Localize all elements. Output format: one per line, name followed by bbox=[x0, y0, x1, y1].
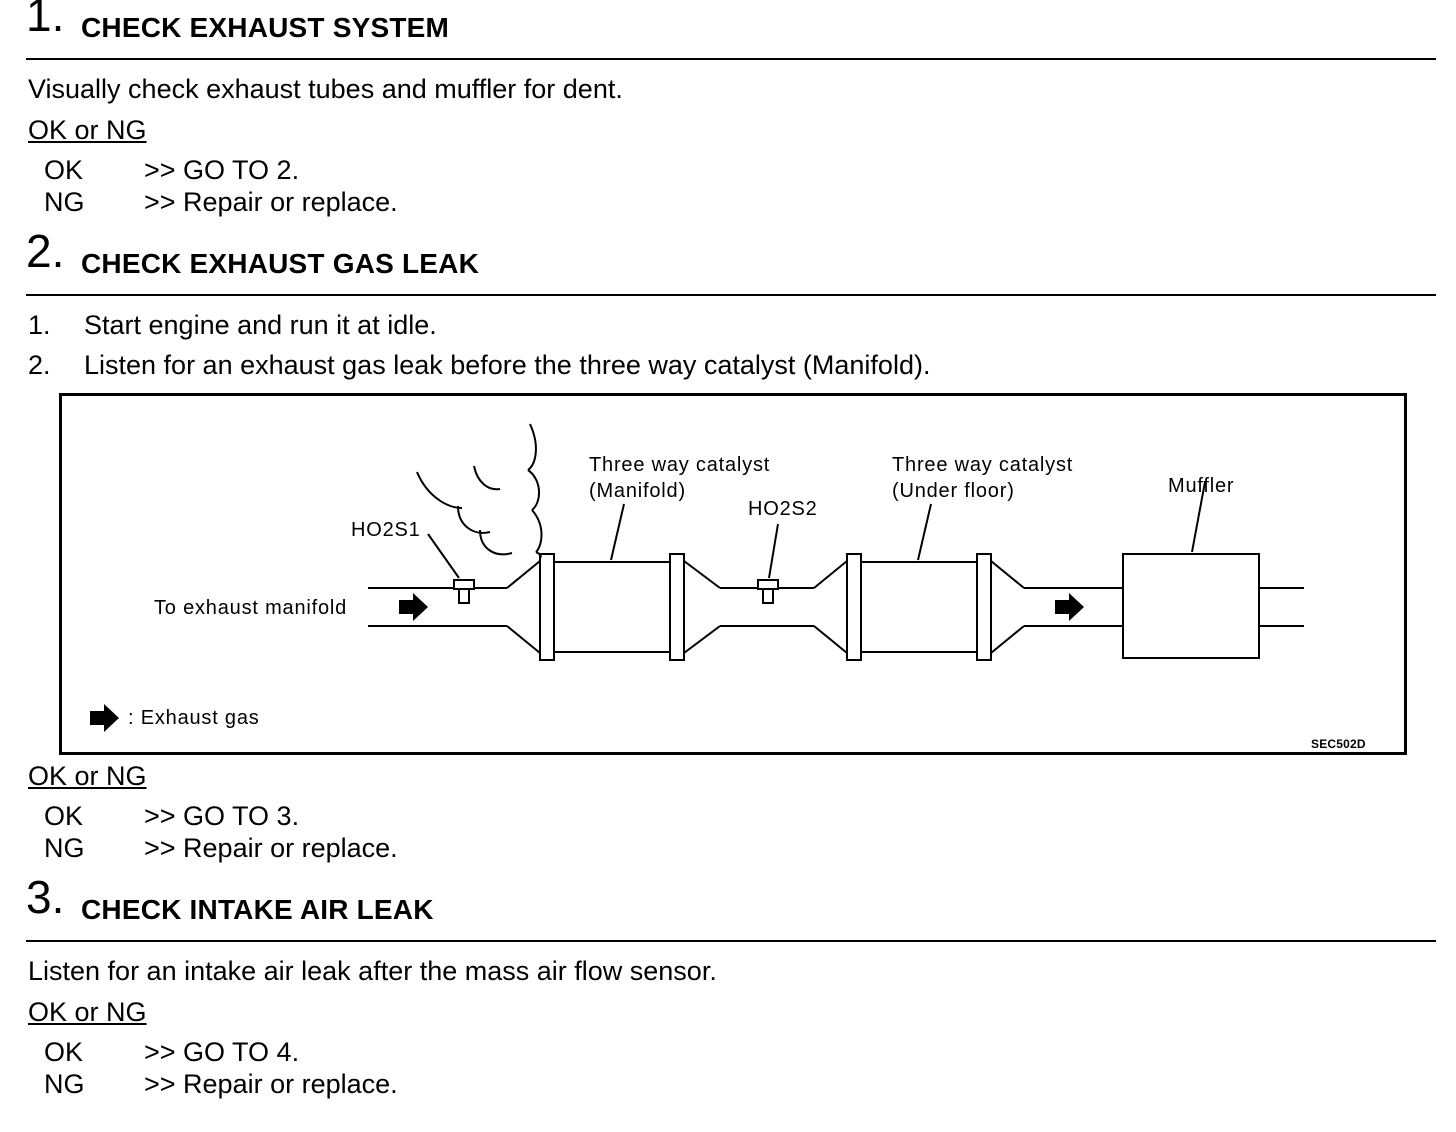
ho2s1-label: HO2S1 bbox=[351, 519, 421, 541]
result-key: OK bbox=[44, 801, 84, 831]
list-number: 1. bbox=[28, 310, 51, 340]
exhaust-system-figure: Three way catalyst (Manifold) Three way … bbox=[59, 393, 1407, 755]
ok-or-ng-label: OK or NG bbox=[28, 997, 147, 1027]
step-2-header: 2. CHECK EXHAUST GAS LEAK bbox=[26, 228, 1436, 296]
result-key: OK bbox=[44, 1037, 84, 1067]
list-text: Listen for an exhaust gas leak before th… bbox=[84, 350, 931, 380]
result-value: >> Repair or replace. bbox=[144, 187, 398, 217]
step-1: 1. CHECK EXHAUST SYSTEM Visually check e… bbox=[26, 0, 1436, 216]
ho2s2-label: HO2S2 bbox=[748, 498, 818, 520]
legend-label: : Exhaust gas bbox=[128, 707, 260, 729]
result-value: >> GO TO 4. bbox=[144, 1037, 300, 1067]
result-value: >> GO TO 3. bbox=[144, 801, 300, 831]
step-number: 1. bbox=[26, 0, 65, 41]
exhaust-diagram bbox=[90, 423, 1304, 732]
step-3: 3. CHECK INTAKE AIR LEAK Listen for an i… bbox=[26, 874, 1436, 1098]
result-value: >> GO TO 2. bbox=[144, 155, 300, 185]
flow-arrow-icon bbox=[1055, 593, 1084, 621]
result-key: NG bbox=[44, 1069, 85, 1099]
step-title: CHECK INTAKE AIR LEAK bbox=[81, 894, 434, 925]
flow-arrow-icon bbox=[399, 593, 428, 621]
result-value: >> Repair or replace. bbox=[144, 1069, 398, 1099]
figure-code: SEC502D bbox=[1311, 737, 1366, 751]
step-3-header: 3. CHECK INTAKE AIR LEAK bbox=[26, 874, 1436, 942]
list-number: 2. bbox=[28, 350, 51, 380]
result-value: >> Repair or replace. bbox=[144, 833, 398, 863]
label-line: (Under floor) bbox=[892, 480, 1015, 502]
legend-arrow-icon bbox=[90, 704, 119, 732]
result-key: NG bbox=[44, 187, 85, 217]
muffler-label: Muffler bbox=[1168, 475, 1235, 497]
step-title: CHECK EXHAUST SYSTEM bbox=[81, 12, 450, 43]
to-exhaust-manifold-label: To exhaust manifold bbox=[154, 597, 348, 619]
step-title: CHECK EXHAUST GAS LEAK bbox=[81, 248, 479, 279]
step-number: 3. bbox=[26, 871, 65, 923]
label-line: (Manifold) bbox=[589, 480, 686, 502]
label-line: Three way catalyst bbox=[892, 454, 1074, 476]
step-1-header: 1. CHECK EXHAUST SYSTEM bbox=[26, 0, 1436, 60]
result-key: OK bbox=[44, 155, 84, 185]
result-key: NG bbox=[44, 833, 85, 863]
list-text: Start engine and run it at idle. bbox=[84, 310, 437, 340]
label-line: Three way catalyst bbox=[589, 454, 771, 476]
twc-manifold-label: Three way catalyst (Manifold) bbox=[589, 452, 770, 504]
ok-or-ng-label: OK or NG bbox=[28, 115, 147, 145]
step-2: 2. CHECK EXHAUST GAS LEAK 1. Start engin… bbox=[26, 228, 1436, 862]
step-number: 2. bbox=[26, 225, 65, 277]
twc-underfloor-label: Three way catalyst (Under floor) bbox=[892, 452, 1073, 504]
step-instruction: Visually check exhaust tubes and muffler… bbox=[28, 74, 623, 104]
step-instruction: Listen for an intake air leak after the … bbox=[28, 956, 717, 986]
ok-or-ng-label: OK or NG bbox=[28, 761, 147, 791]
